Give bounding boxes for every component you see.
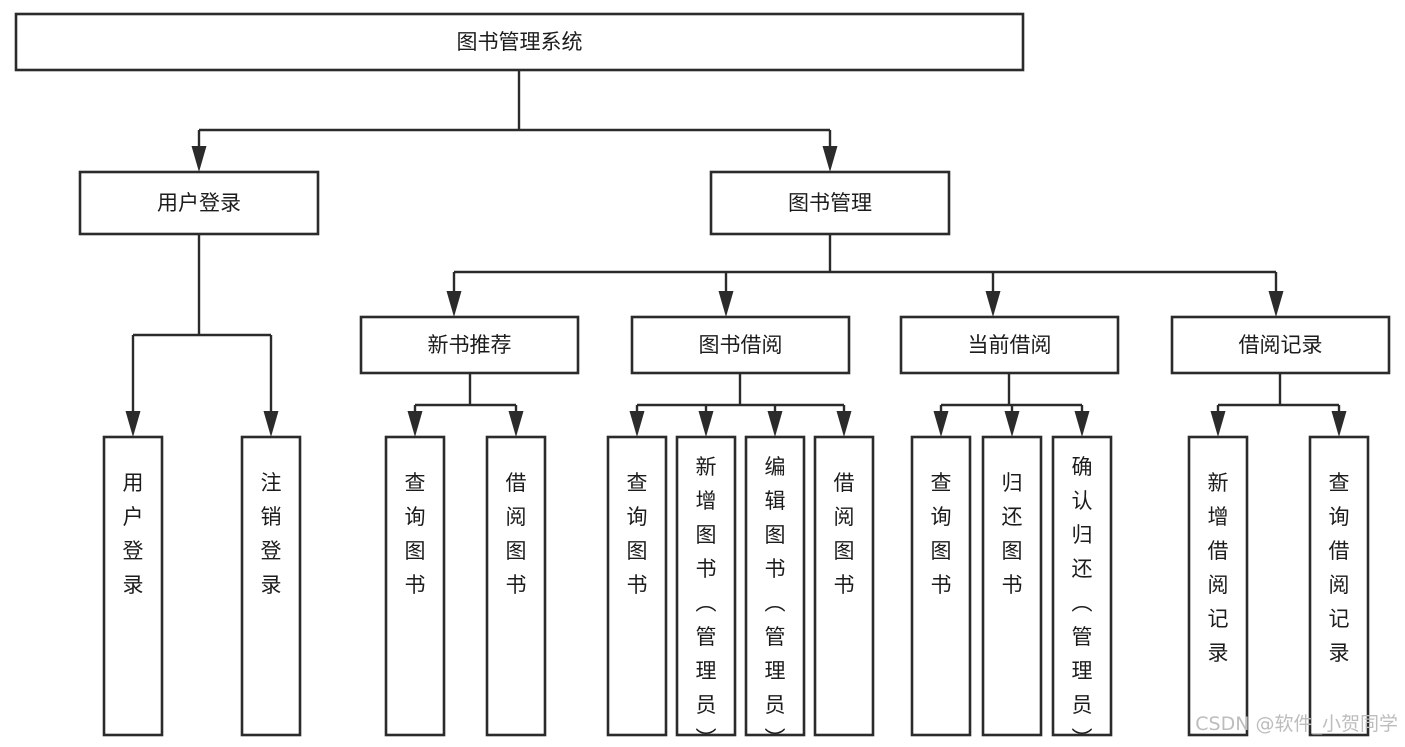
leaf-node-leaf-query-record[interactable]: 查询借阅记录 [1308, 435, 1370, 737]
connector-current-borrow-drop-1-arrowhead-icon [1004, 411, 1020, 437]
connector-current-borrow-drop-2-arrowhead-icon [1074, 411, 1090, 437]
level2-node-current-borrow[interactable]: 当前借阅 [899, 315, 1120, 375]
leaf-node-leaf-user-login[interactable]: 用户登录 [102, 435, 164, 737]
leaf-node-leaf-return-book[interactable]: 归还图书 [981, 435, 1043, 737]
node-label-leaf-logout: 注销登录 [261, 471, 282, 597]
node-label-leaf-borrow-book-1: 借阅图书 [506, 471, 527, 597]
connector-new-book-drop-1-arrowhead-icon [508, 411, 524, 437]
node-box-leaf-edit-book[interactable] [744, 435, 806, 737]
node-label-new-book-recommend: 新书推荐 [428, 333, 512, 357]
connector-book-borrow-drop-0-arrowhead-icon [629, 411, 645, 437]
node-label-leaf-query-book-2: 查询图书 [627, 471, 648, 597]
level2-node-borrow-record[interactable]: 借阅记录 [1170, 315, 1391, 375]
node-label-leaf-return-book: 归还图书 [1002, 471, 1023, 597]
leaf-node-leaf-add-book[interactable]: 新增图书︵管理员︶ [675, 435, 737, 747]
node-box-leaf-logout[interactable] [240, 435, 302, 737]
node-label-current-borrow: 当前借阅 [968, 333, 1052, 357]
leaf-node-leaf-query-book-2[interactable]: 查询图书 [606, 435, 668, 737]
node-label-root: 图书管理系统 [457, 30, 583, 54]
node-label-user-login: 用户登录 [157, 191, 241, 215]
node-box-leaf-query-book-3[interactable] [910, 435, 972, 737]
node-box-leaf-query-book-1[interactable] [384, 435, 446, 737]
leaf-node-leaf-query-book-1[interactable]: 查询图书 [384, 435, 446, 737]
leaf-node-leaf-borrow-book-2[interactable]: 借阅图书 [813, 435, 875, 737]
leaf-node-leaf-query-book-3[interactable]: 查询图书 [910, 435, 972, 737]
node-label-book-manage: 图书管理 [788, 191, 872, 215]
leaf-node-leaf-confirm-return[interactable]: 确认归还︵管理员︶ [1051, 435, 1113, 747]
node-label-book-borrow: 图书借阅 [699, 333, 783, 357]
connector-user-login-drop-1-arrowhead-icon [263, 411, 279, 437]
csdn-watermark: CSDN @软件_小贺同学 [1195, 713, 1398, 735]
connector-root-drop-1-arrowhead-icon [822, 146, 838, 172]
node-box-book-borrow[interactable] [630, 315, 851, 375]
node-label-leaf-user-login: 用户登录 [123, 471, 144, 597]
node-label-leaf-confirm-return: 确认归还︵管理员︶ [1072, 455, 1093, 747]
connector-book-manage-drop-1-arrowhead-icon [718, 291, 734, 317]
connector-book-manage-drop-0-arrowhead-icon [446, 291, 462, 317]
node-box-leaf-query-record[interactable] [1308, 435, 1370, 737]
node-box-root[interactable] [14, 12, 1025, 72]
connector-layer [125, 70, 1347, 437]
leaf-node-leaf-edit-book[interactable]: 编辑图书︵管理员︶ [744, 435, 806, 747]
node-label-leaf-add-book: 新增图书︵管理员︶ [696, 455, 717, 747]
node-box-new-book-recommend[interactable] [359, 315, 580, 375]
node-box-leaf-return-book[interactable] [981, 435, 1043, 737]
connector-book-borrow-drop-1-arrowhead-icon [698, 411, 714, 437]
node-label-borrow-record: 借阅记录 [1239, 333, 1323, 357]
node-label-leaf-query-record: 查询借阅记录 [1329, 471, 1350, 665]
node-box-leaf-query-book-2[interactable] [606, 435, 668, 737]
level1-node-user-login[interactable]: 用户登录 [78, 170, 320, 236]
node-label-leaf-add-record: 新增借阅记录 [1208, 471, 1229, 665]
leaf-node-leaf-add-record[interactable]: 新增借阅记录 [1187, 435, 1249, 737]
connector-root-drop-0-arrowhead-icon [191, 146, 207, 172]
node-label-leaf-edit-book: 编辑图书︵管理员︶ [765, 455, 786, 747]
node-label-leaf-query-book-1: 查询图书 [405, 471, 426, 597]
level1-node-book-manage[interactable]: 图书管理 [709, 170, 951, 236]
node-box-leaf-borrow-book-2[interactable] [813, 435, 875, 737]
connector-borrow-record-drop-1-arrowhead-icon [1331, 411, 1347, 437]
node-box-leaf-add-record[interactable] [1187, 435, 1249, 737]
node-label-leaf-borrow-book-2: 借阅图书 [834, 471, 855, 597]
connector-book-manage-drop-2-arrowhead-icon [985, 291, 1001, 317]
leaf-node-leaf-borrow-book-1[interactable]: 借阅图书 [485, 435, 547, 737]
node-box-current-borrow[interactable] [899, 315, 1120, 375]
connector-current-borrow-drop-0-arrowhead-icon [933, 411, 949, 437]
level2-node-new-book-recommend[interactable]: 新书推荐 [359, 315, 580, 375]
node-box-book-manage[interactable] [709, 170, 951, 236]
node-box-leaf-add-book[interactable] [675, 435, 737, 737]
node-layer: 图书管理系统用户登录图书管理新书推荐图书借阅当前借阅借阅记录用户登录注销登录查询… [14, 12, 1391, 747]
connector-borrow-record-drop-0-arrowhead-icon [1210, 411, 1226, 437]
root-node-root[interactable]: 图书管理系统 [14, 12, 1025, 72]
node-box-leaf-borrow-book-1[interactable] [485, 435, 547, 737]
connector-book-borrow-drop-3-arrowhead-icon [836, 411, 852, 437]
connector-new-book-drop-0-arrowhead-icon [407, 411, 423, 437]
level2-node-book-borrow[interactable]: 图书借阅 [630, 315, 851, 375]
leaf-node-leaf-logout[interactable]: 注销登录 [240, 435, 302, 737]
connector-user-login-drop-0-arrowhead-icon [125, 411, 141, 437]
node-box-user-login[interactable] [78, 170, 320, 236]
connector-book-manage-drop-3-arrowhead-icon [1268, 291, 1284, 317]
node-box-leaf-confirm-return[interactable] [1051, 435, 1113, 737]
node-box-leaf-user-login[interactable] [102, 435, 164, 737]
node-label-leaf-query-book-3: 查询图书 [931, 471, 952, 597]
connector-book-borrow-drop-2-arrowhead-icon [767, 411, 783, 437]
node-box-borrow-record[interactable] [1170, 315, 1391, 375]
